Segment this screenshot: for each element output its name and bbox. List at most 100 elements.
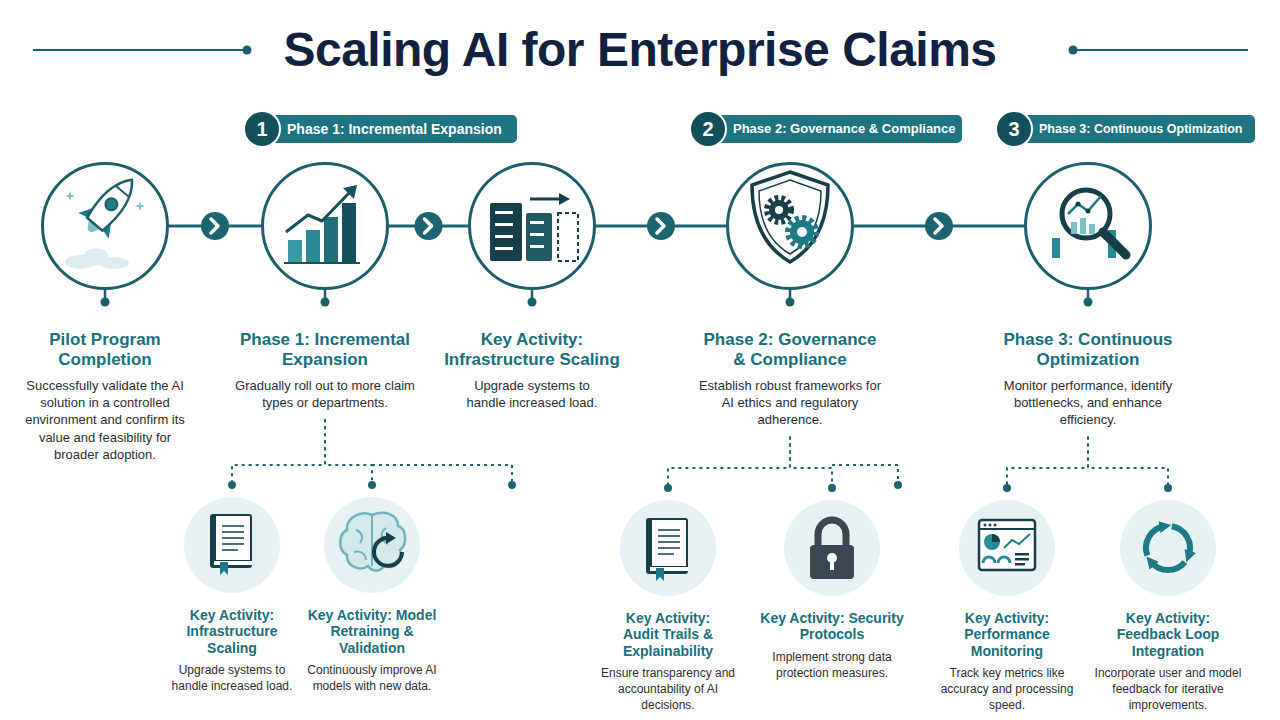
branch-connector: [325, 419, 372, 485]
stem-dot: [786, 298, 795, 307]
stem-group: [105, 290, 1088, 299]
node-heading: Key Activity: Audit Trails & Explainabil…: [608, 610, 728, 659]
server-slot: [530, 233, 544, 236]
stage-circle: [43, 164, 168, 289]
title-area: Scaling AI for Enterprise Claims: [0, 18, 1280, 82]
gear: [790, 220, 814, 244]
node-description: Upgrade systems to handle increased load…: [162, 663, 302, 695]
circle-frame: [468, 162, 596, 290]
shield-outline: [752, 172, 828, 262]
diagram-title: Scaling AI for Enterprise Claims: [0, 18, 1280, 82]
lens-handle: [1103, 232, 1126, 255]
phase-number: 1: [243, 110, 281, 148]
activity-node: Key Activity: Feedback Loop IntegrationI…: [1091, 500, 1246, 714]
window-dot: [994, 524, 997, 527]
chart-bar: [306, 230, 320, 262]
node-heading: Key Activity: Security Protocols: [760, 610, 905, 643]
node-description: Successfully validate the AI solution in…: [18, 377, 193, 463]
server-slot: [495, 223, 513, 226]
activity-node: Key Activity: Audit Trails & Explainabil…: [601, 500, 736, 714]
activity-circle: [324, 497, 420, 593]
stem-line: [1087, 290, 1090, 299]
rocket-flame: [84, 220, 101, 236]
server-slot: [530, 245, 544, 248]
text-line: [658, 553, 674, 555]
branch-connector: [1088, 437, 1168, 488]
brain-outline: [340, 513, 405, 571]
chart-bar: [1108, 230, 1116, 258]
stage-circle: [1026, 164, 1151, 289]
chart-point: [1076, 202, 1081, 207]
server-slot: [495, 211, 513, 214]
gear-teeth: [767, 198, 791, 222]
rocket-body: [85, 172, 141, 232]
stage-circle: [470, 164, 595, 289]
activity-node: Key Activity: Security ProtocolsImplemen…: [760, 500, 905, 682]
shield-inner: [759, 180, 821, 254]
brain-fold: [354, 516, 388, 566]
stem-line: [531, 290, 534, 299]
growth-chart-icon: [284, 185, 360, 263]
branch-connector: [790, 437, 832, 488]
title-rule-dot: [243, 46, 252, 55]
text-line: [658, 541, 680, 543]
node-description: Upgrade systems to handle increased load…: [457, 377, 607, 412]
flow-connector: [169, 225, 261, 228]
rocket-body-group: [74, 167, 148, 244]
text-line: [222, 549, 238, 551]
window-dot: [984, 524, 987, 527]
pie-slice: [992, 534, 1000, 542]
stem-dot: [1084, 298, 1093, 307]
stage-node: Pilot Program CompletionSuccessfully val…: [18, 162, 193, 463]
rocket-icon: [65, 167, 147, 269]
gear: [769, 200, 789, 220]
title-rule: [33, 49, 243, 51]
title-rule-dot: [1069, 46, 1078, 55]
lock-body: [810, 545, 854, 579]
stem-dot-group: [101, 298, 1093, 307]
chart-point: [1086, 209, 1091, 214]
cycle-arc: [1172, 526, 1190, 555]
activity-circle: [620, 500, 716, 596]
cycle-icon: [1146, 526, 1190, 570]
node-description: Incorporate user and model feedback for …: [1091, 666, 1246, 714]
stage-circle: [263, 164, 388, 289]
phase-number: 3: [995, 110, 1033, 148]
window-dot: [989, 524, 992, 527]
chart-bar: [342, 203, 356, 262]
smoke-cloud: [99, 257, 129, 269]
node-heading: Key Activity: Model Retraining & Validat…: [300, 607, 445, 656]
lens-line-chart: [1068, 196, 1101, 214]
activity-circle: [184, 497, 280, 593]
book-icon: [210, 514, 252, 575]
branch-stub: [372, 465, 512, 481]
circle-frame: [620, 500, 716, 596]
branch-connector: [232, 419, 325, 485]
future-rack: [558, 213, 578, 261]
lens-bar: [1089, 224, 1095, 234]
page-edge: [214, 561, 252, 565]
scale-arrow-head: [559, 193, 570, 205]
text-line: [222, 525, 244, 527]
text-lines: [658, 530, 680, 554]
lens-bar: [1071, 222, 1077, 234]
branch-connector: [668, 437, 790, 488]
dashboard-window: [979, 520, 1035, 570]
node-heading: Phase 1: Incremental Expansion: [228, 330, 423, 370]
stage-node: Phase 3: Continuous OptimizationMonitor …: [993, 162, 1183, 429]
node-description: Ensure transparency and accountability o…: [601, 666, 736, 714]
rocket-fin: [100, 219, 119, 238]
stem-line: [789, 290, 792, 299]
gear-hole: [797, 227, 807, 237]
stage-circle: [728, 164, 853, 289]
activity-circle: [1120, 500, 1216, 596]
stem-dot: [528, 298, 537, 307]
server-slot: [530, 221, 544, 224]
node-heading: Phase 3: Continuous Optimization: [996, 330, 1181, 370]
trend-arrow-head: [343, 185, 357, 199]
branch-connector: [1007, 437, 1088, 488]
server-rack: [490, 203, 522, 261]
activity-node: Key Activity: Performance MonitoringTrac…: [930, 500, 1085, 714]
metric-bar: [1015, 553, 1029, 556]
node-description: Continuously improve AI models with new …: [297, 663, 447, 695]
